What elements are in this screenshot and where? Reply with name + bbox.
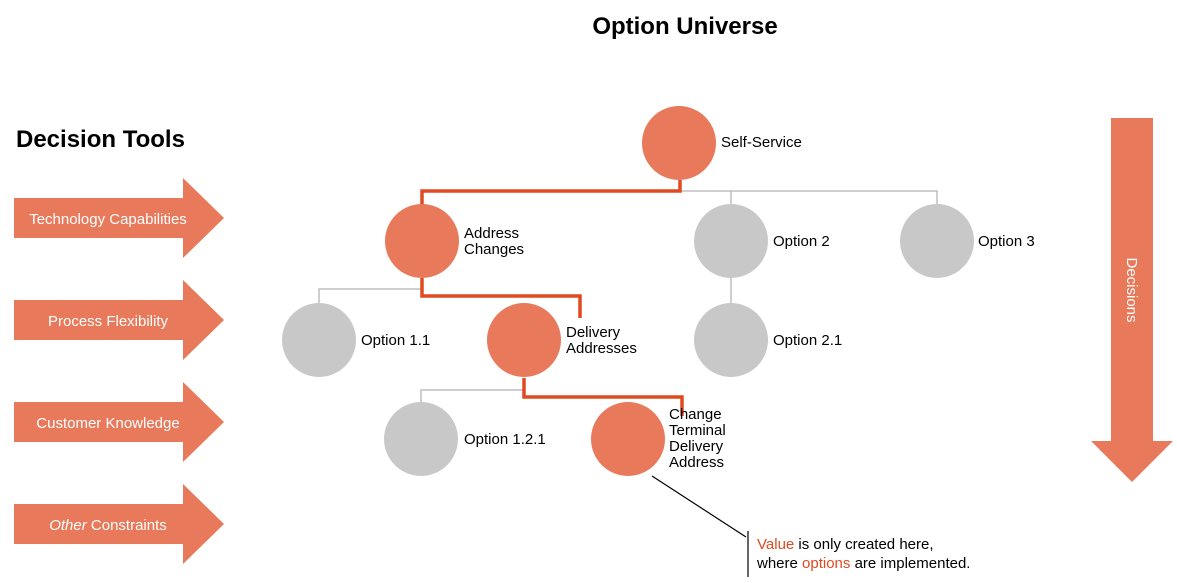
node-circle <box>642 106 716 180</box>
path-line <box>522 378 684 416</box>
callout-line-1: Value is only created here, <box>757 536 934 553</box>
node-circle <box>282 303 356 377</box>
decision-tool-process-flexibility: Process Flexibility <box>14 280 224 360</box>
decision-tool-label: Other Constraints <box>49 517 167 534</box>
connector-line <box>318 288 422 304</box>
callout-pointer <box>651 475 749 577</box>
node-circle <box>487 303 561 377</box>
node-address-changes: Address Changes <box>385 204 524 278</box>
node-label: Option 1.2.1 <box>464 431 546 448</box>
path-line <box>420 278 582 318</box>
callout-line-2: where options are implemented. <box>756 555 970 572</box>
decision-tool-other-constraints: Other Constraints <box>14 484 224 564</box>
node-label: Delivery Addresses <box>566 324 637 357</box>
decisions-arrow: Decisions <box>1091 118 1173 482</box>
node-label: Option 3 <box>978 233 1035 250</box>
node-circle <box>385 204 459 278</box>
right-arrow-icon <box>14 280 224 360</box>
connector-line <box>420 378 525 403</box>
node-delivery-addresses: Delivery Addresses <box>487 303 637 377</box>
node-option-1-1: Option 1.1 <box>282 303 430 377</box>
down-arrow-icon <box>1091 118 1173 482</box>
node-label: Change Terminal Delivery Address <box>669 406 730 471</box>
node-label: Option 2.1 <box>773 332 842 349</box>
node-circle <box>591 402 665 476</box>
node-change-terminal-delivery-address: Change Terminal Delivery Address <box>591 402 730 476</box>
node-circle <box>694 204 768 278</box>
connector-line <box>679 180 938 205</box>
node-option-2-1: Option 2.1 <box>694 303 842 377</box>
decision-tool-label: Technology Capabilities <box>29 211 187 228</box>
page-title: Option Universe <box>592 13 777 40</box>
path-line <box>420 180 682 205</box>
node-self-service: Self-Service <box>642 106 802 180</box>
right-arrow-icon <box>14 178 224 258</box>
callout-line <box>651 475 747 538</box>
node-option-1-2-1: Option 1.2.1 <box>384 402 546 476</box>
decision-tool-label: Process Flexibility <box>48 313 169 330</box>
node-label: Option 1.1 <box>361 332 430 349</box>
decision-tool-label: Customer Knowledge <box>36 415 179 432</box>
right-arrow-icon <box>14 484 224 564</box>
node-label: Address Changes <box>464 225 524 258</box>
node-circle <box>900 204 974 278</box>
value-callout: Value is only created here, where option… <box>756 536 970 572</box>
right-arrow-icon <box>14 382 224 462</box>
decision-tool-customer-knowledge: Customer Knowledge <box>14 382 224 462</box>
decision-tools-heading: Decision Tools <box>16 126 185 153</box>
decisions-label: Decisions <box>1123 257 1140 322</box>
node-label: Option 2 <box>773 233 830 250</box>
decision-tool-technology-capabilities: Technology Capabilities <box>14 178 224 258</box>
selected-decision-path <box>420 180 684 416</box>
node-label: Self-Service <box>721 134 802 151</box>
node-circle <box>384 402 458 476</box>
node-option-3: Option 3 <box>900 204 1035 278</box>
node-circle <box>694 303 768 377</box>
node-option-2: Option 2 <box>694 204 830 278</box>
